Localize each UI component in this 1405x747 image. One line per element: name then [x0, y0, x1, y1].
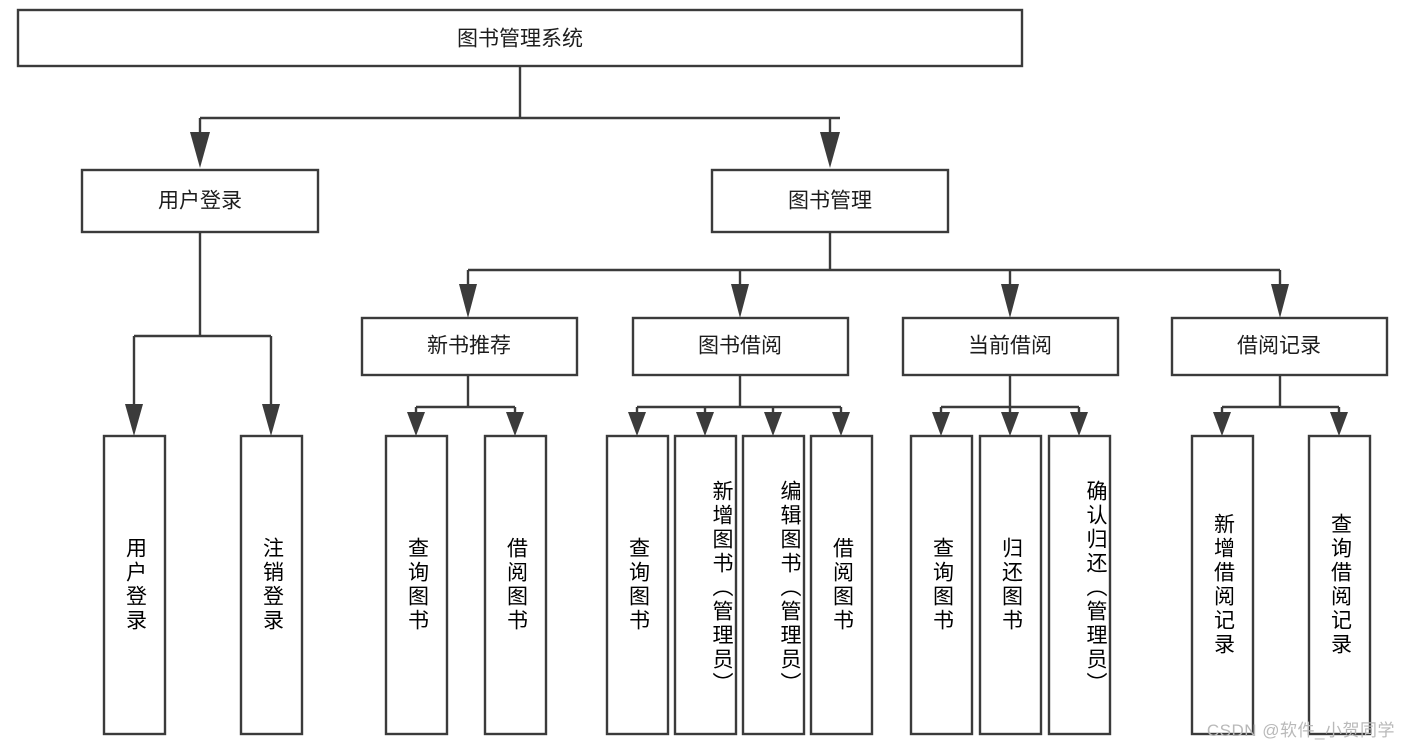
node-new-book-recommend-label: 新书推荐: [427, 335, 511, 358]
leaf-label-borrow-book-2: 借阅图书: [830, 537, 854, 633]
arrow-head-leaf-query-book-3: [932, 412, 950, 436]
leaf-box-user-login[interactable]: [102, 434, 167, 736]
arrow-head-leaf-add-borrow-record: [1213, 412, 1231, 436]
node-root-box[interactable]: [16, 8, 1024, 68]
leaf-label-logout-login: 注销登录: [260, 537, 284, 633]
arrow-head-new-book-recommend: [459, 284, 477, 318]
leaf-box-group: [102, 434, 1372, 736]
node-borrow-record[interactable]: 借阅记录: [1170, 316, 1389, 377]
arrow-head-current-borrow: [1001, 284, 1019, 318]
connector-group-borrow-record: [1213, 375, 1348, 436]
leaf-label-borrow-book-1: 借阅图书: [504, 537, 528, 633]
leaf-label-query-book-2: 查询图书: [626, 537, 650, 633]
arrow-head-user-login: [190, 132, 210, 168]
connector-group-book-management: [459, 232, 1289, 318]
leaf-label-return-book: 归还图书: [999, 537, 1023, 633]
node-book-borrow-box[interactable]: [631, 316, 850, 377]
arrow-head-leaf-borrow-book-2: [832, 412, 850, 436]
leaf-box-query-borrow-record[interactable]: [1307, 434, 1372, 736]
node-borrow-record-box[interactable]: [1170, 316, 1389, 377]
csdn-watermark: CSDN @软件_小贺同学: [1206, 721, 1395, 740]
node-user-login[interactable]: 用户登录: [80, 168, 320, 234]
arrow-head-leaf-confirm-return: [1070, 412, 1088, 436]
node-user-login-label: 用户登录: [158, 190, 242, 213]
node-current-borrow[interactable]: 当前借阅: [901, 316, 1120, 377]
node-root[interactable]: 图书管理系统: [16, 8, 1024, 68]
leaf-label-query-book-1: 查询图书: [405, 537, 429, 633]
arrow-head-leaf-query-book-2: [628, 412, 646, 436]
arrow-head-leaf-edit-book: [764, 412, 782, 436]
connector-group-book-borrow: [628, 375, 850, 436]
leaf-label-query-borrow-record: 查询借阅记录: [1328, 513, 1352, 657]
leaf-box-add-book[interactable]: [673, 434, 738, 736]
leaf-box-add-borrow-record[interactable]: [1190, 434, 1255, 736]
node-new-book-recommend-box[interactable]: [360, 316, 579, 377]
node-root-label: 图书管理系统: [457, 28, 583, 51]
leaf-label-edit-book: 编辑图书（管理员）: [778, 480, 801, 696]
arrow-head-leaf-borrow-book-1: [506, 412, 524, 436]
node-book-management[interactable]: 图书管理: [710, 168, 950, 234]
arrow-head-leaf-add-book: [696, 412, 714, 436]
leaf-box-confirm-return[interactable]: [1047, 434, 1112, 736]
arrow-head-book-borrow: [731, 284, 749, 318]
leaf-box-query-book-2[interactable]: [605, 434, 670, 736]
node-new-book-recommend[interactable]: 新书推荐: [360, 316, 579, 377]
leaf-label-confirm-return: 确认归还（管理员）: [1084, 480, 1107, 696]
leaf-label-query-book-3: 查询图书: [930, 537, 954, 633]
leaf-box-query-book-1[interactable]: [384, 434, 449, 736]
node-current-borrow-label: 当前借阅: [968, 335, 1052, 358]
node-book-management-box[interactable]: [710, 168, 950, 234]
leaf-box-query-book-3[interactable]: [909, 434, 974, 736]
arrow-head-leaf-query-book-1: [407, 412, 425, 436]
leaf-box-borrow-book-2[interactable]: [809, 434, 874, 736]
leaf-label-user-login: 用户登录: [123, 537, 147, 633]
connector-group-current-borrow: [932, 375, 1088, 436]
arrow-head-leaf-return-book: [1001, 412, 1019, 436]
arrow-head-book-management: [820, 132, 840, 168]
connector-group-root: [190, 66, 840, 168]
arrow-head-borrow-record: [1271, 284, 1289, 318]
node-borrow-record-label: 借阅记录: [1237, 335, 1321, 358]
leaf-label-add-book: 新增图书（管理员）: [710, 480, 733, 696]
arrow-head-leaf-query-borrow-record: [1330, 412, 1348, 436]
leaf-box-borrow-book-1[interactable]: [483, 434, 548, 736]
connector-group-new-book-recommend: [407, 375, 524, 436]
leaf-box-logout-login[interactable]: [239, 434, 304, 736]
node-current-borrow-box[interactable]: [901, 316, 1120, 377]
arrow-head-leaf-user-login: [125, 404, 143, 436]
connector-group-user-login: [125, 232, 280, 436]
node-user-login-box[interactable]: [80, 168, 320, 234]
leaf-box-return-book[interactable]: [978, 434, 1043, 736]
node-book-management-label: 图书管理: [788, 190, 872, 213]
node-book-borrow-label: 图书借阅: [698, 335, 782, 358]
arrow-head-leaf-logout-login: [262, 404, 280, 436]
leaf-box-edit-book[interactable]: [741, 434, 806, 736]
node-book-borrow[interactable]: 图书借阅: [631, 316, 850, 377]
leaf-label-add-borrow-record: 新增借阅记录: [1211, 513, 1235, 657]
